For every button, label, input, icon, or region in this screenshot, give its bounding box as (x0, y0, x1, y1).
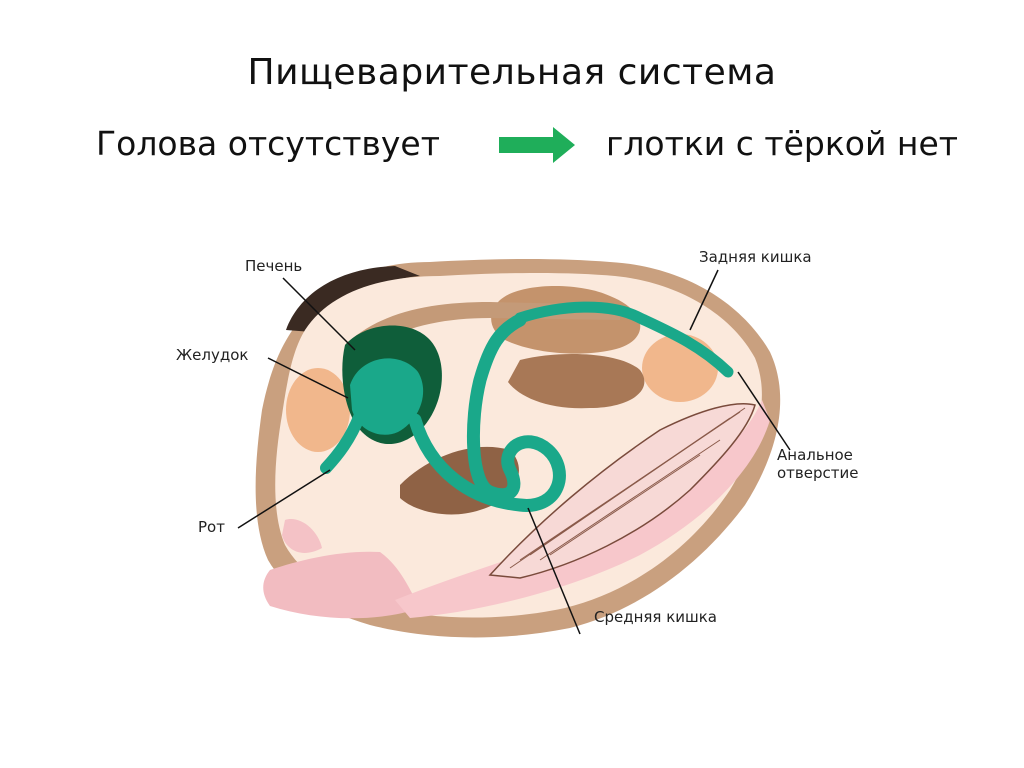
gill-striations (509, 407, 746, 569)
foot (282, 519, 322, 553)
statement-right: глотки с тёркой нет (606, 124, 958, 163)
label-anus-line2: отверстие (777, 464, 859, 482)
stomach (350, 358, 424, 435)
arrow-shape (499, 127, 575, 163)
label-stomach: Желудок (176, 346, 249, 364)
arrow-right-icon (497, 124, 577, 170)
esophagus (320, 409, 366, 474)
label-midgut: Средняя кишка (594, 608, 718, 626)
left-gland (286, 368, 350, 452)
right-gland (642, 334, 718, 402)
hindgut-tube (514, 301, 734, 378)
slide-title: Пищеварительная система (247, 52, 777, 93)
mantle-edge (263, 551, 420, 619)
gonad-lower (508, 354, 645, 409)
statement-left: Голова отсутствует (96, 124, 440, 163)
midgut-tube (408, 313, 566, 512)
leader-lines (237, 269, 791, 635)
label-liver: Печень (245, 257, 303, 275)
label-mouth: Рот (198, 518, 225, 536)
mantle-strip (395, 400, 770, 618)
label-anus-line1: Анальное (777, 446, 853, 464)
dorsal-tube (345, 302, 620, 358)
label-hindgut: Задняя кишка (699, 248, 812, 266)
